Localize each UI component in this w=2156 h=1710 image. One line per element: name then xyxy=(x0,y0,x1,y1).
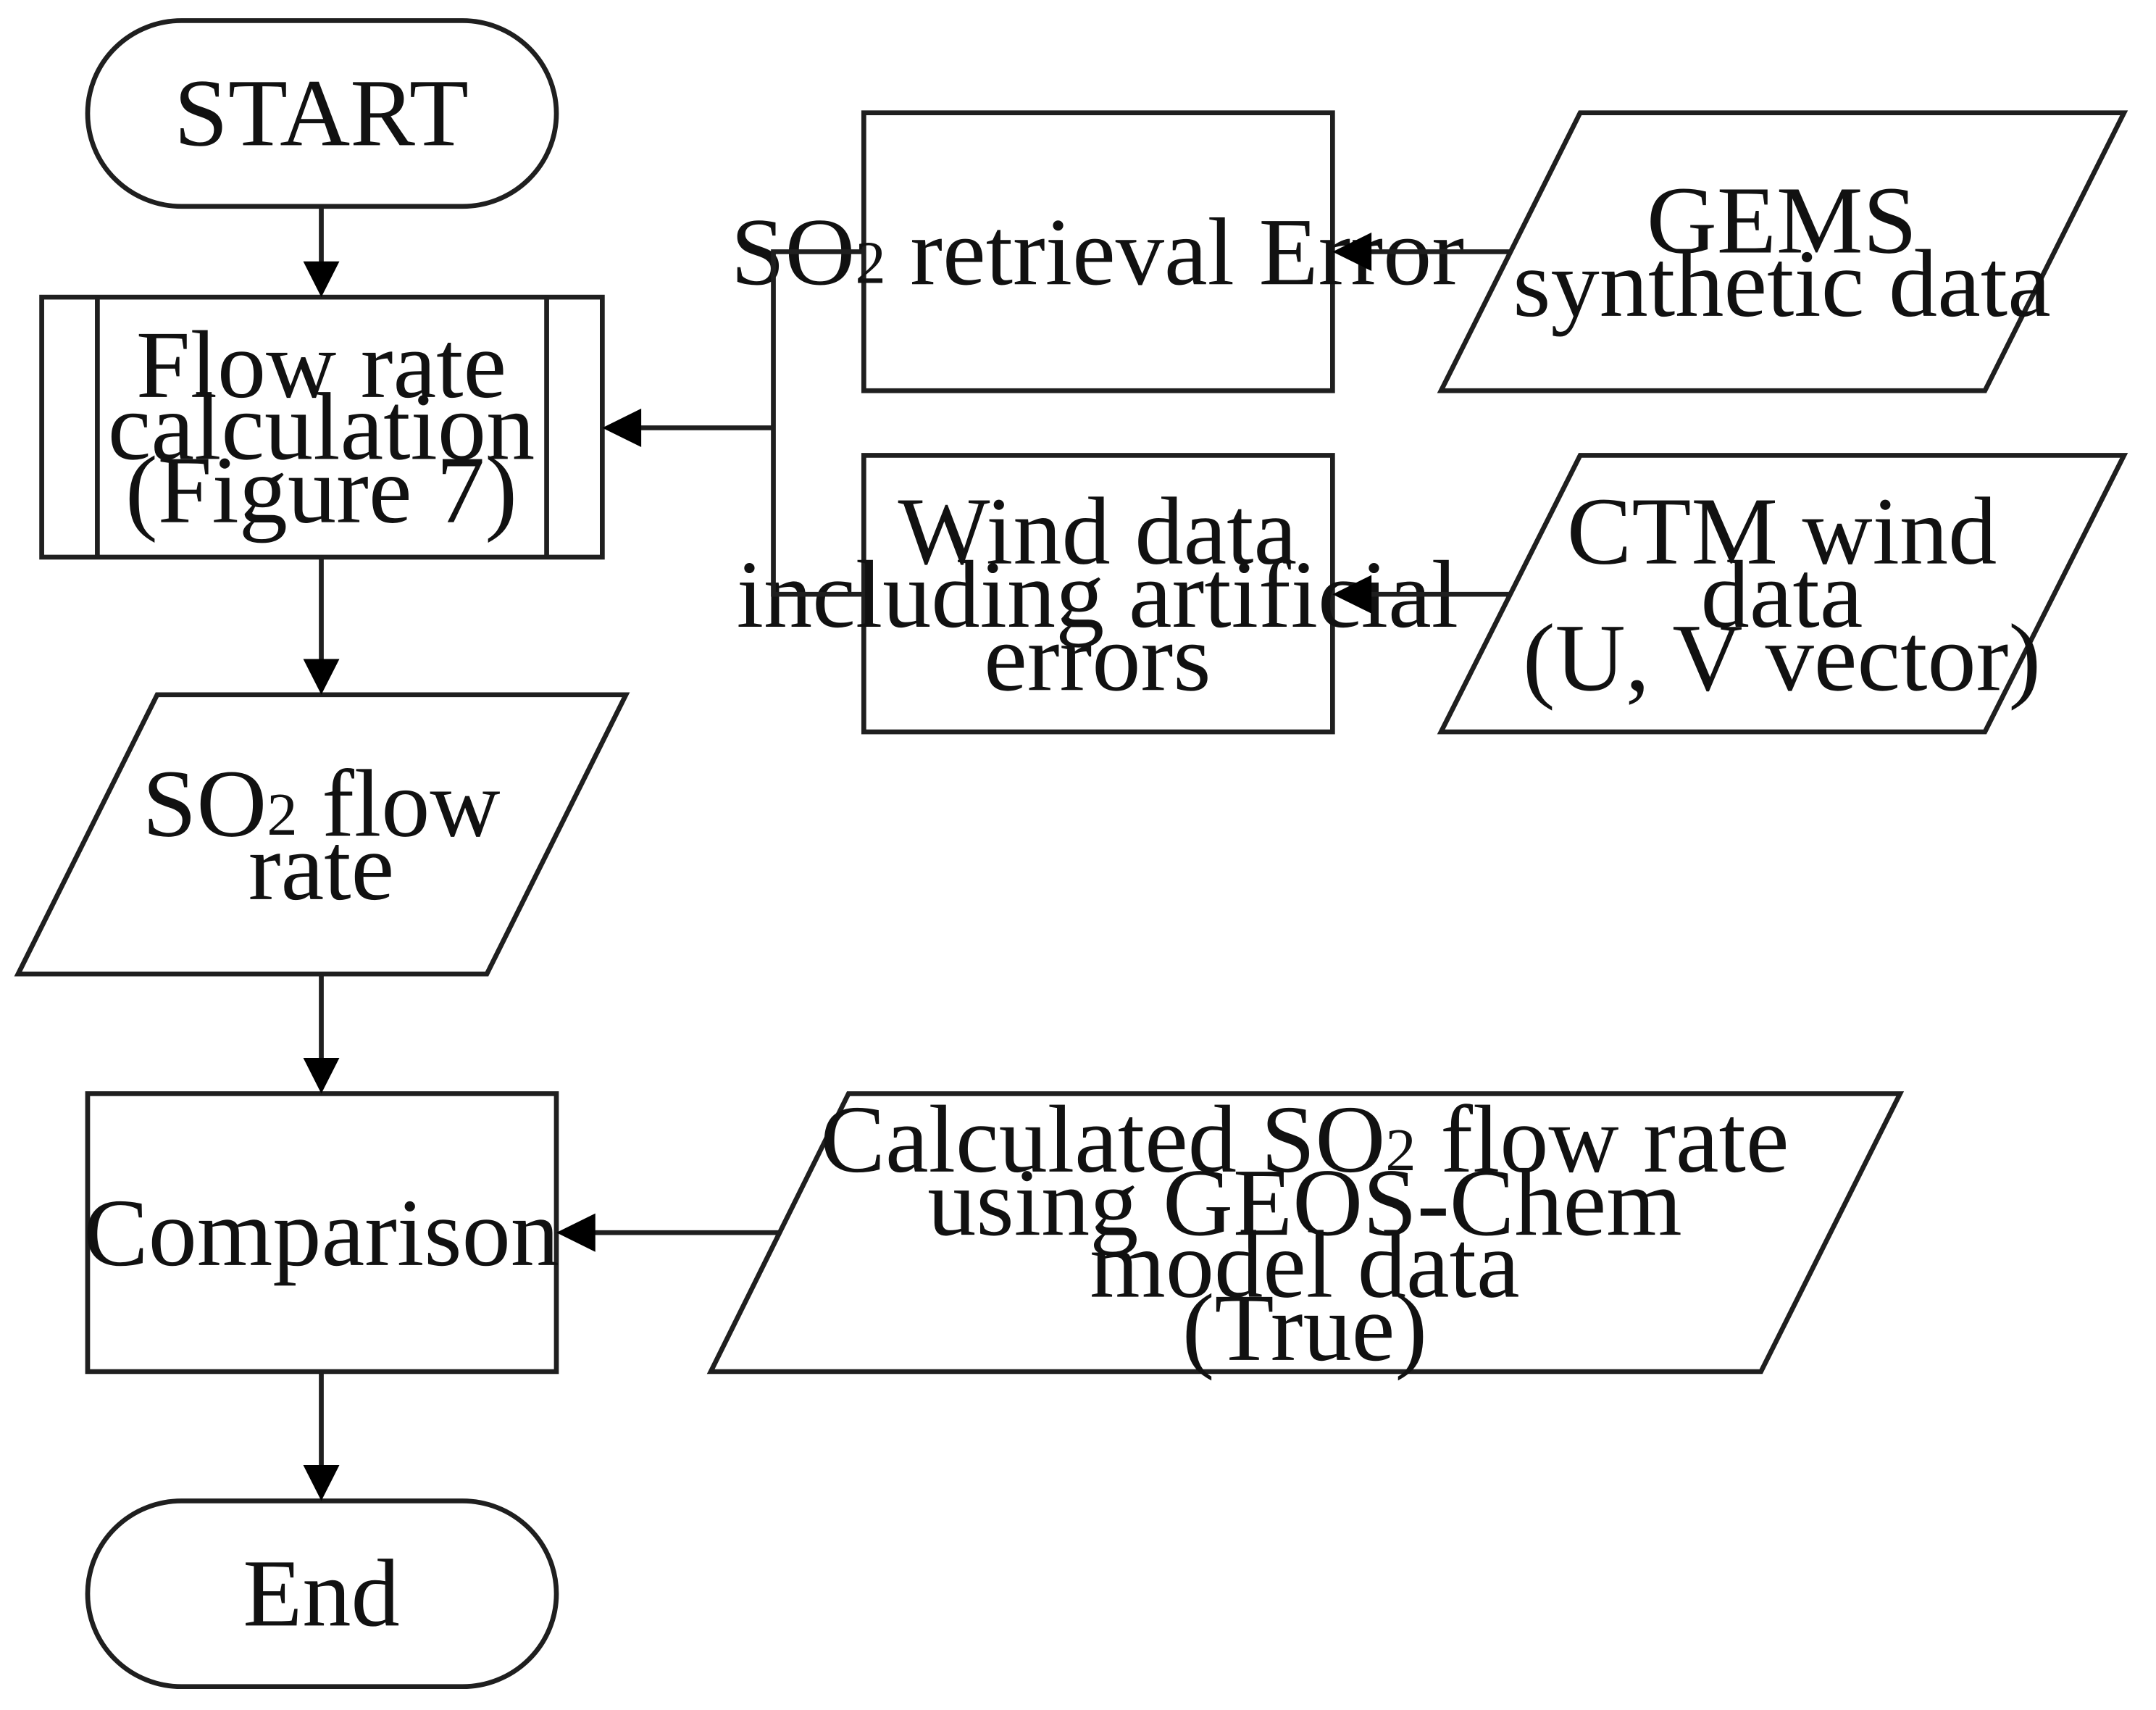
ctm-wind-line-1: CTM wind xyxy=(1567,477,1997,584)
gems-line-1: GEMS xyxy=(1647,167,1917,273)
start-label: START xyxy=(174,59,469,166)
so2-flow-rate-suffix: flow xyxy=(298,750,501,856)
arrow-geos-to-comparison xyxy=(556,1213,781,1252)
geos-chem-line-4: (True) xyxy=(1182,1275,1427,1381)
flow-rate-calculation-node: Flow rate calculation (Figure 7) xyxy=(39,294,605,560)
arrow-inputs-to-flow-calc xyxy=(602,249,864,597)
so2-retrieval-error-node: SO2 retrieval Error xyxy=(731,110,1464,393)
arrow-ctm-to-wind-data xyxy=(1332,575,1511,614)
flow-rate-calculation-line-1: Flow rate xyxy=(136,312,506,418)
wind-data-line-3: errors xyxy=(984,604,1211,711)
gems-line-2: synthetic data xyxy=(1513,230,2051,337)
gems-synthetic-data-node: GEMS synthetic data xyxy=(1437,110,2128,393)
wind-data-errors-node: Wind data including artificial errors xyxy=(737,453,1458,735)
comparison-node: Comparison xyxy=(83,1091,559,1375)
so2-flow-rate-node: SO2 flow rate xyxy=(14,692,630,977)
geos-chem-line-2: using GEOS-Chem xyxy=(927,1149,1681,1256)
ctm-wind-line-3: (U, V vector) xyxy=(1523,604,2041,711)
geos-chem-true-node: Calculated SO2 flow rate using GEOS-Chem… xyxy=(706,1085,1905,1381)
comparison-label: Comparison xyxy=(83,1180,559,1286)
arrow-flow-calc-to-so2-flow xyxy=(303,556,340,695)
so2-flow-rate-prefix: SO xyxy=(143,750,267,856)
arrow-comparison-to-end xyxy=(303,1371,340,1501)
start-node: START xyxy=(85,18,559,209)
so2-flow-rate-subscript: 2 xyxy=(267,781,297,848)
flow-rate-calculation-line-3: (Figure 7) xyxy=(125,436,517,543)
arrow-gems-to-so2-error xyxy=(1332,232,1511,272)
end-label: End xyxy=(243,1540,399,1646)
arrow-start-to-flow-calc xyxy=(303,206,340,298)
geos-chem-line-1-prefix: Calculated SO xyxy=(820,1085,1385,1192)
arrow-so2-flow-to-comparison xyxy=(303,974,340,1094)
wind-data-line-1: Wind data xyxy=(898,477,1298,584)
flow-rate-calculation-line-2: calculation xyxy=(108,373,535,480)
so2-retrieval-error-subscript: 2 xyxy=(855,229,885,296)
geos-chem-line-1-suffix: flow rate xyxy=(1416,1085,1789,1192)
ctm-wind-line-2: data xyxy=(1701,541,1863,648)
geos-chem-line-1: Calculated SO2 flow rate xyxy=(820,1085,1789,1192)
ctm-wind-data-node: CTM wind data (U, V vector) xyxy=(1437,453,2128,735)
so2-flow-rate-line-2: rate xyxy=(248,814,394,920)
end-node: End xyxy=(85,1498,559,1690)
geos-chem-line-1-subscript: 2 xyxy=(1385,1117,1416,1183)
geos-chem-line-3: model data xyxy=(1090,1211,1519,1317)
so2-flow-rate-line-1: SO2 flow xyxy=(143,750,501,856)
